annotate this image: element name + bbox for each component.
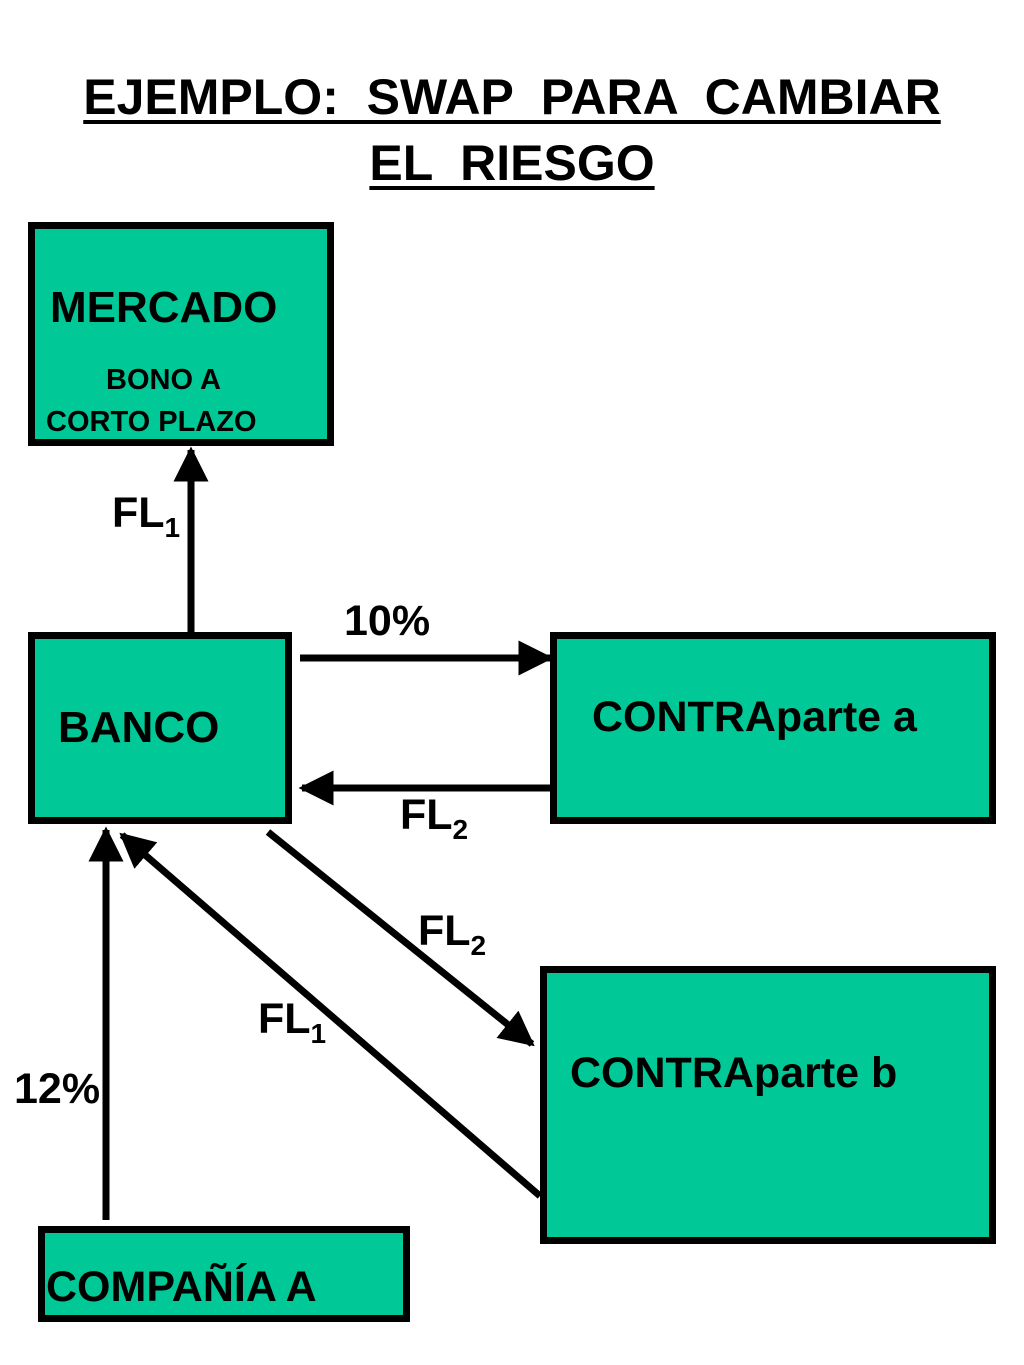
banco-box bbox=[28, 632, 292, 824]
flow-label-fl1-top: FL1 bbox=[112, 489, 181, 543]
mercado-label: MERCADO bbox=[50, 283, 278, 332]
flow-label-10pct: 10% bbox=[344, 597, 431, 645]
title-text-2: EL RIESGO bbox=[369, 135, 655, 191]
contraparte-b-box bbox=[540, 966, 996, 1244]
compania-a-box bbox=[38, 1226, 410, 1322]
mercado-sub1: BONO A bbox=[106, 364, 221, 396]
flow-label-fl2-b: FL2 bbox=[418, 907, 487, 961]
mercado-box bbox=[28, 222, 334, 446]
title-text-1: EJEMPLO: SWAP PARA CAMBIAR bbox=[83, 69, 941, 125]
contraparte-a-label: CONTRAparte a bbox=[592, 693, 917, 741]
arrow-banco-to-contraparte-b bbox=[265, 829, 535, 1047]
contraparte-a-box bbox=[550, 632, 996, 824]
title-line-2: EL RIESGO bbox=[0, 136, 1024, 190]
flow-label-12pct: 12% bbox=[14, 1065, 101, 1113]
arrow-contraparte-b-to-banco bbox=[119, 832, 543, 1199]
compania-a-label: COMPAÑÍA A bbox=[46, 1263, 317, 1311]
title-line-1: EJEMPLO: SWAP PARA CAMBIAR bbox=[0, 70, 1024, 124]
flow-label-fl2-a: FL2 bbox=[400, 791, 469, 845]
mercado-sub2: CORTO PLAZO bbox=[46, 406, 257, 438]
flow-label-fl1-b: FL1 bbox=[258, 995, 327, 1049]
banco-label: BANCO bbox=[58, 703, 220, 752]
contraparte-b-label: CONTRAparte b bbox=[570, 1049, 898, 1097]
